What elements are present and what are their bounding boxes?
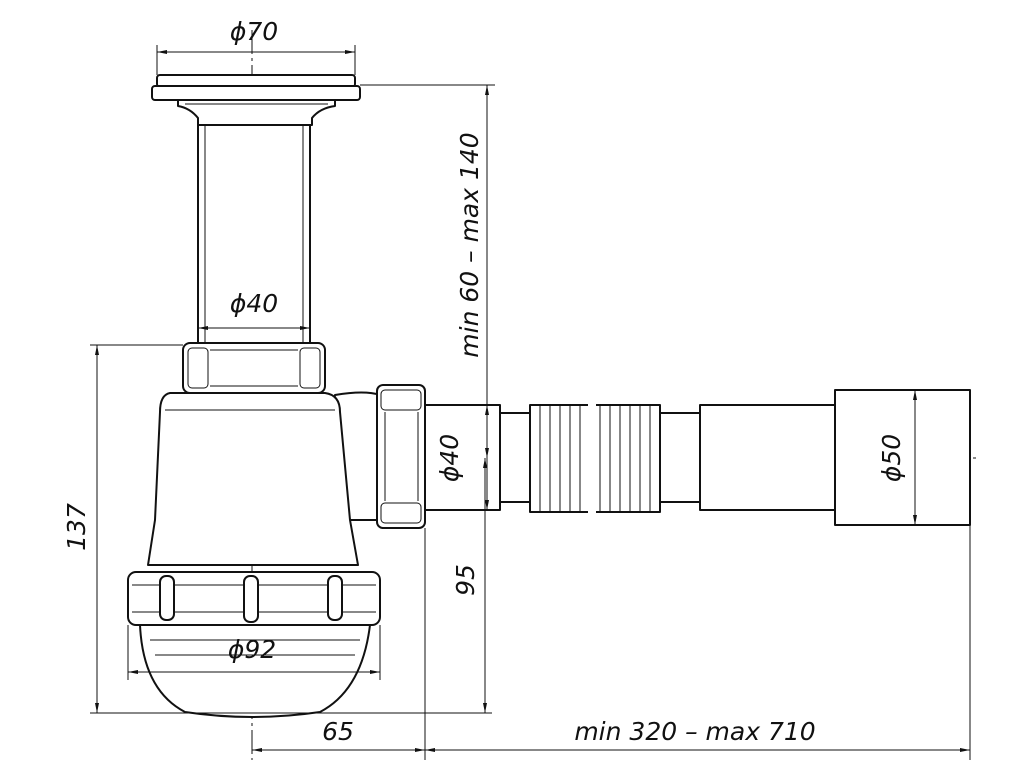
- grate-diameter-label: ϕ70: [230, 17, 278, 46]
- trap-body: [147, 391, 381, 566]
- dimension-lines: [95, 50, 970, 752]
- side-nut: [376, 384, 426, 529]
- drain-grate: [151, 74, 361, 126]
- total-height-label: 137: [62, 503, 91, 551]
- tube-height-label: min 60 – max 140: [455, 132, 484, 357]
- extension-lines: [90, 45, 971, 760]
- tube-diameter-label: ϕ40: [230, 289, 278, 318]
- outlet-diameter-label: ϕ40: [435, 434, 464, 482]
- outlet-height-label: 95: [451, 564, 480, 596]
- pipe-length-label: min 320 – max 710: [574, 717, 815, 746]
- bowl-diameter-label: ϕ92: [228, 635, 276, 664]
- top-nut: [182, 342, 326, 394]
- end-pipe-diameter-label: ϕ50: [877, 434, 906, 482]
- outlet-offset-label: 65: [322, 717, 354, 746]
